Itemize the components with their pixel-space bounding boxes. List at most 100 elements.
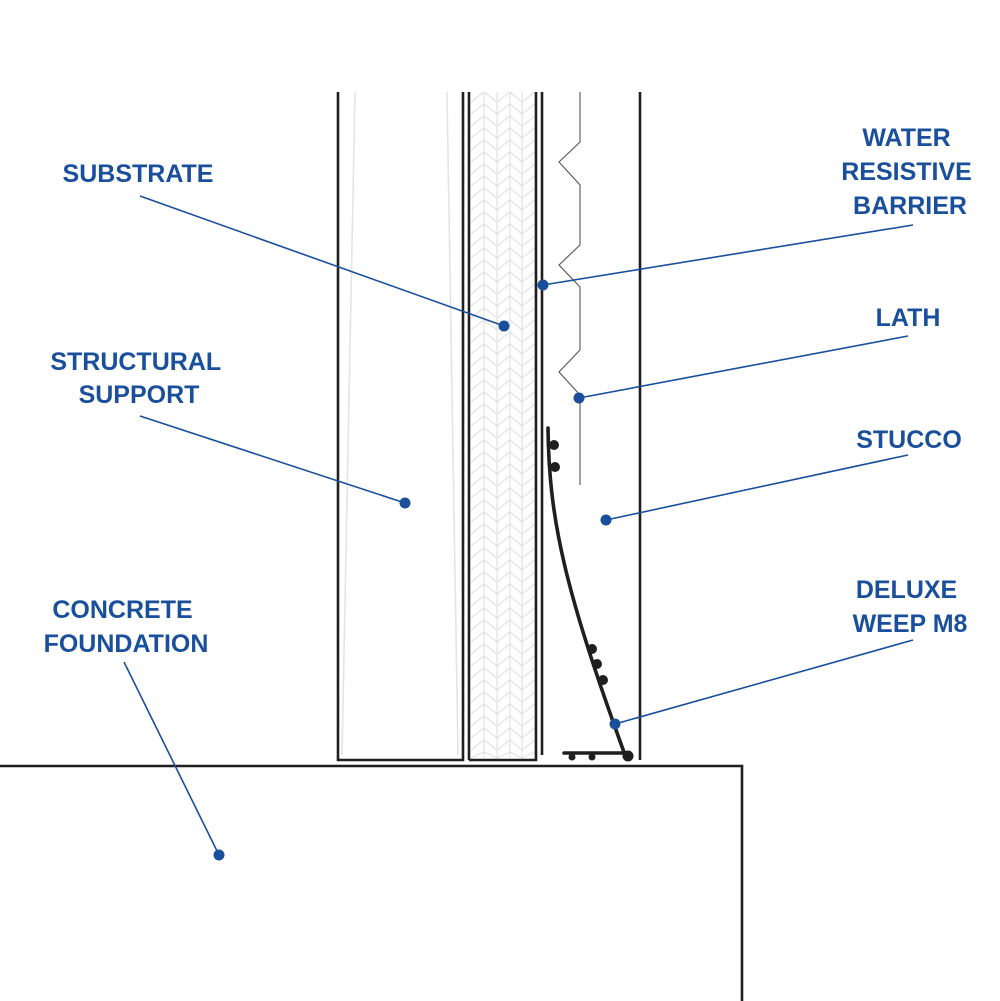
hatch-stroke	[521, 343, 536, 355]
hatch-stroke	[521, 271, 536, 283]
hatch-stroke	[509, 535, 523, 547]
hatch-stroke	[521, 655, 536, 667]
hatch-stroke	[521, 199, 536, 211]
hatch-stroke	[509, 223, 523, 235]
hatch-stroke	[521, 151, 536, 163]
hatch-stroke	[496, 703, 511, 715]
hatch-stroke	[496, 259, 511, 271]
hatch-stroke	[509, 559, 523, 571]
hatch-stroke	[470, 499, 485, 511]
hatch-stroke	[470, 703, 485, 715]
substrate-hatch-pattern	[470, 91, 536, 759]
hatch-stroke	[483, 163, 498, 175]
hatch-stroke	[521, 247, 536, 259]
label-concrete-foundation: CONCRETE FOUNDATION	[44, 596, 209, 658]
hatch-stroke	[521, 475, 536, 487]
hatch-stroke	[496, 223, 511, 235]
label-deluxe-weep-m8: DELUXE WEEP M8	[853, 576, 968, 638]
hatch-stroke	[509, 199, 523, 211]
hatch-stroke	[496, 139, 511, 151]
hatch-stroke	[521, 331, 536, 343]
hatch-stroke	[509, 715, 523, 727]
hatch-stroke	[509, 259, 523, 271]
hatch-stroke	[509, 235, 523, 247]
hatch-stroke	[509, 499, 523, 511]
hatch-stroke	[483, 679, 498, 691]
hatch-stroke	[496, 511, 511, 523]
hatch-stroke	[483, 151, 498, 163]
hatch-stroke	[470, 715, 485, 727]
hatch-stroke	[521, 223, 536, 235]
hatch-stroke	[521, 499, 536, 511]
hatch-stroke	[521, 571, 536, 583]
hatch-stroke	[521, 295, 536, 307]
hatch-stroke	[521, 679, 536, 691]
hatch-stroke	[483, 667, 498, 679]
hatch-stroke	[509, 403, 523, 415]
hatch-stroke	[521, 127, 536, 139]
hatch-stroke	[483, 571, 498, 583]
hatch-stroke	[470, 379, 485, 391]
hatch-stroke	[496, 655, 511, 667]
water-resistive-barrier-marker	[537, 279, 549, 291]
hatch-stroke	[483, 439, 498, 451]
hatch-stroke	[496, 163, 511, 175]
hatch-stroke	[509, 631, 523, 643]
hatch-stroke	[496, 499, 511, 511]
hatch-stroke	[470, 247, 485, 259]
hatch-stroke	[521, 115, 536, 127]
hatch-stroke	[470, 523, 485, 535]
hatch-stroke	[521, 451, 536, 463]
hatch-stroke	[521, 139, 536, 151]
hatch-stroke	[483, 271, 498, 283]
lath-marker	[573, 392, 585, 404]
hatch-stroke	[470, 91, 485, 103]
hatch-stroke	[483, 595, 498, 607]
hatch-stroke	[521, 463, 536, 475]
hatch-stroke	[470, 151, 485, 163]
stucco-marker	[600, 514, 612, 526]
hatch-stroke	[509, 667, 523, 679]
hatch-stroke	[496, 751, 511, 759]
hatch-stroke	[521, 511, 536, 523]
hatch-stroke	[496, 715, 511, 727]
leader-deluxe-weep-m8	[609, 639, 914, 730]
hatch-stroke	[470, 271, 485, 283]
hatch-stroke	[483, 451, 498, 463]
hatch-stroke	[470, 571, 485, 583]
hatch-stroke	[509, 571, 523, 583]
hatch-stroke	[521, 187, 536, 199]
hatch-stroke	[483, 487, 498, 499]
hatch-stroke	[509, 163, 523, 175]
hatch-stroke	[521, 631, 536, 643]
hatch-stroke	[470, 223, 485, 235]
hatch-stroke	[470, 751, 485, 759]
hatch-stroke	[470, 235, 485, 247]
hatch-stroke	[470, 139, 485, 151]
hatch-stroke	[496, 439, 511, 451]
hatch-stroke	[509, 103, 523, 115]
hatch-stroke	[483, 499, 498, 511]
hatch-stroke	[470, 163, 485, 175]
hatch-stroke	[496, 667, 511, 679]
hatch-stroke	[509, 739, 523, 751]
hatch-stroke	[496, 403, 511, 415]
hatch-stroke	[470, 463, 485, 475]
hatch-stroke	[483, 259, 498, 271]
hatch-stroke	[509, 175, 523, 187]
hatch-stroke	[509, 655, 523, 667]
hatch-stroke	[496, 463, 511, 475]
hatch-stroke	[509, 439, 523, 451]
hatch-stroke	[509, 619, 523, 631]
hatch-stroke	[496, 679, 511, 691]
hatch-stroke	[521, 103, 536, 115]
hatch-stroke	[509, 751, 523, 759]
hatch-stroke	[496, 523, 511, 535]
hatch-stroke	[470, 295, 485, 307]
hatch-stroke	[470, 403, 485, 415]
hatch-stroke	[470, 319, 485, 331]
hatch-stroke	[496, 187, 511, 199]
hatch-stroke	[509, 355, 523, 367]
hatch-stroke	[509, 595, 523, 607]
hatch-stroke	[483, 463, 498, 475]
